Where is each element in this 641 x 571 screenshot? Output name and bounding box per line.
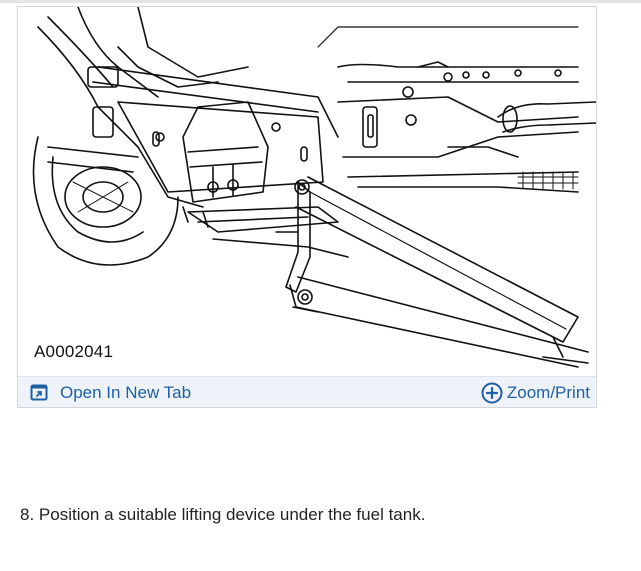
zoom-print-label: Zoom/Print xyxy=(506,383,590,402)
vehicle-underbody-illustration[interactable] xyxy=(18,7,596,377)
open-external-icon xyxy=(30,383,50,403)
zoom-print-link[interactable]: Zoom/Print xyxy=(481,381,590,405)
open-in-new-tab-label: Open In New Tab xyxy=(60,383,192,402)
plus-circle-icon xyxy=(481,382,503,404)
open-in-new-tab-link[interactable]: Open In New Tab xyxy=(30,381,191,405)
instruction-step: 8. Position a suitable lifting device un… xyxy=(20,505,426,524)
figure-label: A0002041 xyxy=(34,342,114,361)
figure-action-bar: Open In New Tab Zoom/Print xyxy=(18,376,596,407)
figure-card: A0002041 Open In New Tab Zoom/Print xyxy=(17,6,597,408)
top-divider xyxy=(0,0,641,3)
